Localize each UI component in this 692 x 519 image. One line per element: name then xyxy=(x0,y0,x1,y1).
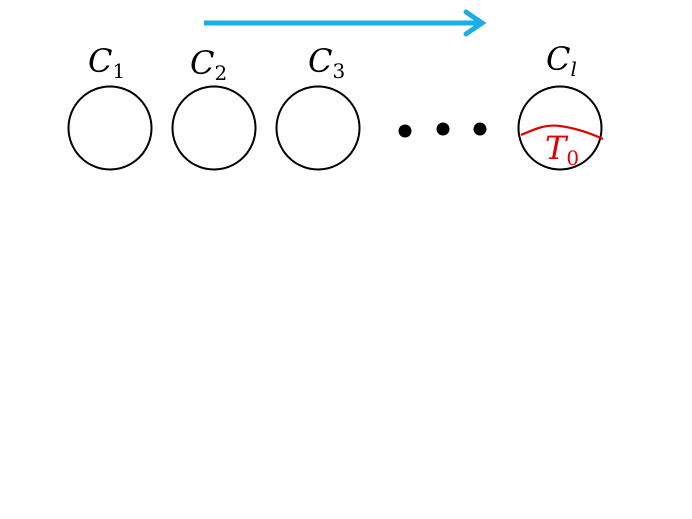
circle-c2-label: C2 xyxy=(190,44,227,85)
circle-c2-symbol: C xyxy=(190,44,214,82)
circle-cl xyxy=(517,85,603,171)
curve-t0-subscript: 0 xyxy=(566,146,579,170)
circle-c3-symbol: C xyxy=(308,42,332,80)
circle-c1-label: C1 xyxy=(88,42,125,83)
circle-cl-subscript: l xyxy=(570,57,576,81)
ellipsis-dot xyxy=(436,122,450,136)
curve-t0-label: T0 xyxy=(545,129,579,170)
circle-cl-group: Cl T0 xyxy=(517,40,604,171)
circle-cl-symbol: C xyxy=(546,40,570,78)
curve-t0 xyxy=(520,124,604,140)
arrow-head xyxy=(463,9,487,37)
ellipsis xyxy=(398,122,487,138)
circle-c2-subscript: 2 xyxy=(214,61,227,85)
circle-c2 xyxy=(171,85,257,171)
circle-c3-subscript: 3 xyxy=(332,59,345,83)
direction-arrow xyxy=(204,9,487,37)
circle-c2-group: C2 xyxy=(171,44,257,171)
circle-cl-label: Cl xyxy=(546,40,577,81)
circle-c1-subscript: 1 xyxy=(112,59,125,83)
ellipsis-dot xyxy=(473,122,487,136)
circle-c1-symbol: C xyxy=(88,42,112,80)
circle-c3-group: C3 xyxy=(275,42,361,171)
circle-c1 xyxy=(67,85,153,171)
circle-c3-label: C3 xyxy=(308,42,345,83)
circle-c1-group: C1 xyxy=(67,42,153,171)
curve-t0-symbol: T xyxy=(545,129,569,167)
ellipsis-dot xyxy=(398,124,412,138)
circle-c3 xyxy=(275,85,361,171)
